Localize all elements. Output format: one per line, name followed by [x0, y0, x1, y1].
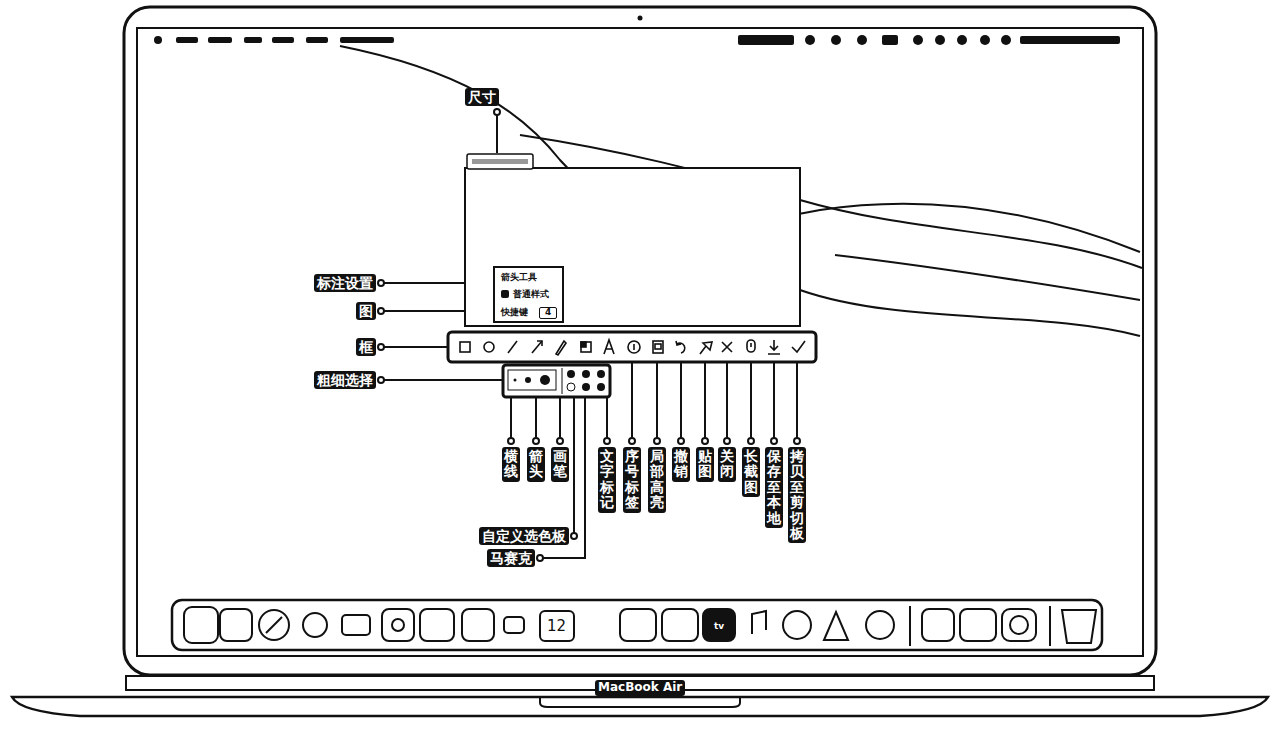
callout-label: 粗细选择: [314, 371, 376, 389]
icon-text: 12: [547, 617, 566, 635]
vertical-label: 撤销: [672, 447, 690, 482]
camera: [638, 16, 643, 21]
dock-icons: [184, 606, 1096, 646]
vertical-label: 横线: [502, 447, 520, 482]
popup-text: 箭头工具: [501, 273, 537, 283]
selection-rect: [465, 168, 800, 326]
menu-bar: [154, 35, 1120, 45]
vertical-label: 画笔: [551, 447, 569, 482]
palette-icons: [508, 368, 605, 394]
callout-label: 标注设置: [314, 274, 376, 292]
callout-label: 框: [356, 338, 376, 356]
laptop-base: [12, 697, 1268, 716]
popup-text: 4: [539, 307, 557, 319]
wallpaper-curves: [340, 46, 1142, 336]
toolbar-icons: [460, 340, 805, 355]
vertical-label: 箭头: [527, 447, 545, 482]
callout-label: 马赛克: [487, 549, 535, 567]
vertical-label: 保存至本地: [765, 447, 783, 528]
vertical-label: 贴图: [696, 447, 714, 482]
size-tag: [467, 154, 533, 169]
checkbox: [501, 290, 509, 298]
screen: [137, 28, 1143, 656]
callout-label: 尺寸: [465, 88, 499, 106]
vertical-label: 拷贝至剪切板: [788, 447, 806, 543]
dock: [172, 600, 1102, 650]
vertical-label: 文字标记: [598, 447, 616, 513]
size-text-bar: [472, 159, 528, 164]
vertical-label: 序号标签: [623, 447, 641, 513]
laptop-lid: [124, 7, 1156, 675]
base-notch: [540, 697, 740, 707]
toolbar: [448, 332, 816, 362]
icon-text: tv: [714, 621, 724, 631]
popup-text: 快捷键: [501, 308, 528, 318]
vertical-label: 局部高亮: [648, 447, 666, 513]
palette-panel: [503, 365, 610, 397]
leader-lines: [381, 108, 797, 558]
vertical-label: 长截图: [742, 447, 760, 497]
vertical-label: 关闭: [718, 447, 736, 482]
callout-label: 图: [356, 302, 376, 320]
callout-label: 自定义选色板: [479, 527, 569, 545]
leader-dots: [378, 109, 800, 561]
callout-label: MacBook Air: [595, 680, 685, 696]
annotation-settings-popup: 箭头工具普通样式快捷键 4: [493, 266, 564, 323]
popup-text: 普通样式: [513, 290, 549, 300]
